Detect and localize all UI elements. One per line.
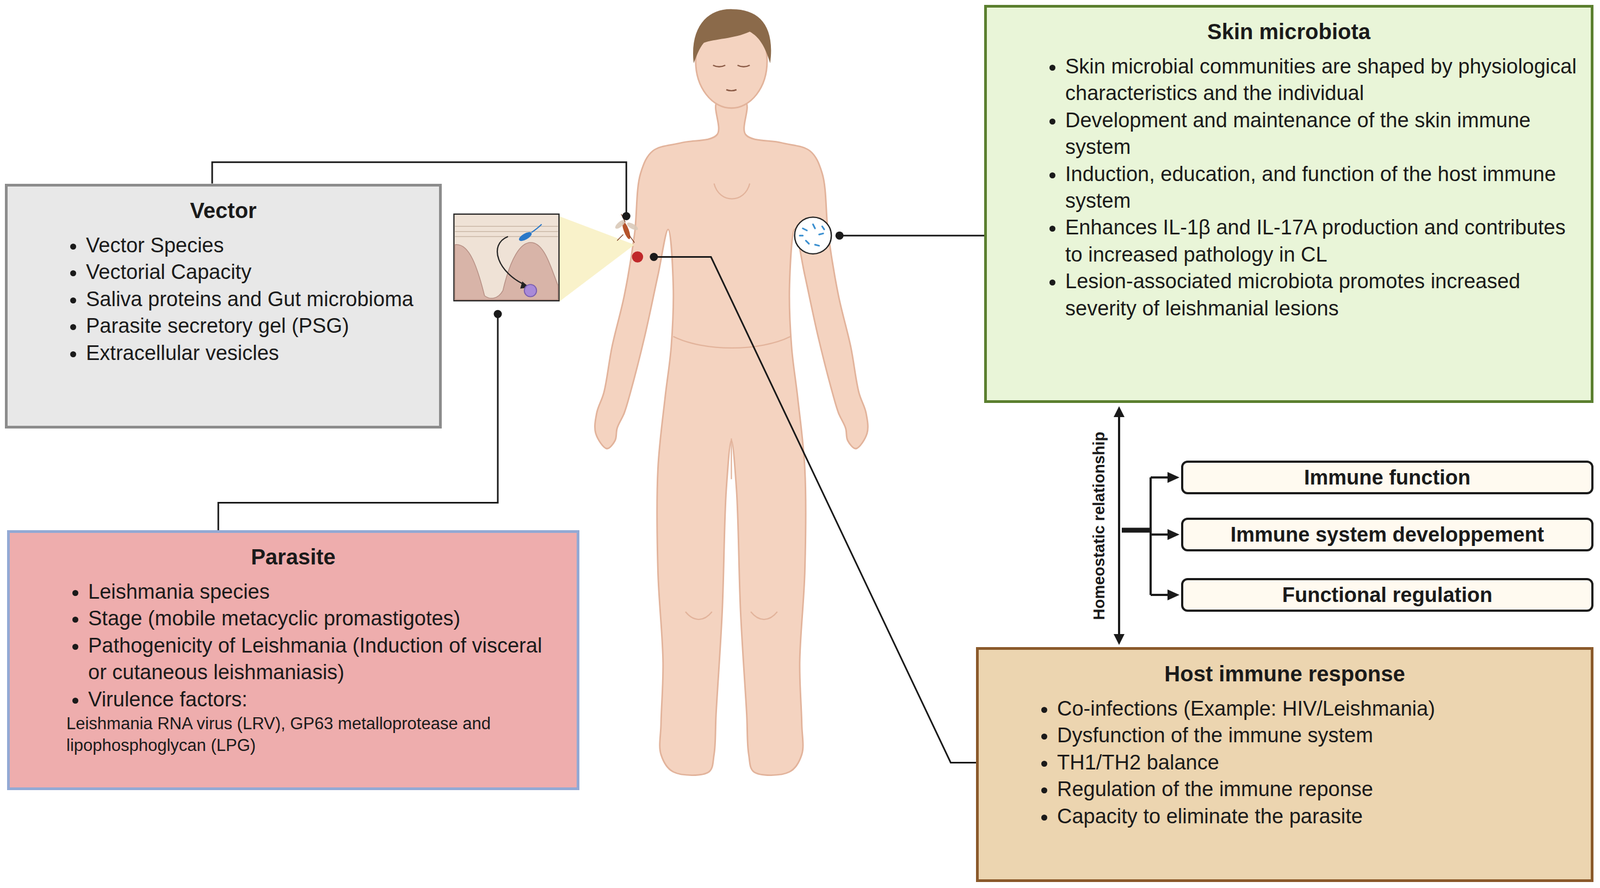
- bullet-item: TH1/TH2 balance: [1057, 749, 1577, 777]
- skin-layers: [454, 226, 558, 237]
- body-detail: [673, 183, 792, 621]
- immune-role-box: Immune system developpement: [1181, 517, 1594, 552]
- bullet-item: Vector Species: [85, 232, 425, 259]
- arrowhead: [1167, 472, 1180, 484]
- box-label: Immune system developpement: [1230, 523, 1545, 547]
- human-body: [594, 98, 868, 776]
- leader-line: [839, 235, 985, 237]
- bullet-item: Co-infections (Example: HIV/Leishmania): [1057, 695, 1577, 723]
- box-heading: Skin microbiota: [1001, 17, 1577, 46]
- box-label: Functional regulation: [1282, 583, 1493, 608]
- flagellum: [531, 224, 542, 233]
- bullet-list: Leishmania speciesStage (mobile metacycl…: [23, 578, 563, 758]
- bullet-list: Skin microbial communities are shaped by…: [1001, 53, 1577, 323]
- bullet-item: Enhances IL-1β and IL-17A production and…: [1065, 214, 1577, 269]
- immune-role-box: Functional regulation: [1181, 578, 1594, 613]
- microbiota-lens: [794, 217, 832, 255]
- hair: [693, 9, 771, 64]
- bullet-item: Vectorial Capacity: [85, 258, 425, 286]
- arrowhead: [1167, 529, 1180, 541]
- bullet-item: Skin microbial communities are shaped by…: [1065, 53, 1577, 108]
- bullet-item: Development and maintenance of the skin …: [1065, 107, 1577, 162]
- bullet-item: Lesion-associated microbiota promotes in…: [1065, 268, 1577, 323]
- leader-dot: [493, 310, 503, 319]
- lesion: [632, 251, 644, 263]
- branch-heads: [1167, 472, 1180, 601]
- parasite-path-arrow: [497, 236, 527, 286]
- bullet-item: Capacity to eliminate the parasite: [1057, 803, 1577, 831]
- bullet-item: Saliva proteins and Gut microbioma: [85, 286, 425, 313]
- branch-arm: [1150, 477, 1170, 596]
- branch-stub: [1121, 528, 1151, 534]
- closed-eyes: [713, 65, 751, 91]
- leader-dot: [835, 231, 844, 240]
- skin-inset: [453, 214, 559, 301]
- leader-dot: [622, 212, 631, 221]
- bacteria: [799, 224, 825, 246]
- immune-role-box: Immune function: [1181, 460, 1594, 495]
- vector-box: VectorVector SpeciesVectorial CapacitySa…: [4, 183, 442, 429]
- box-heading: Parasite: [23, 542, 563, 572]
- branch-spine: [1149, 477, 1152, 596]
- macrophage: [524, 284, 537, 298]
- bullet-item: Pathogenicity of Leishmania (Induction o…: [88, 632, 563, 687]
- arrowhead: [1167, 589, 1180, 601]
- leader-dot: [649, 252, 658, 262]
- parasite-box: ParasiteLeishmania speciesStage (mobile …: [7, 530, 580, 791]
- bullet-item: Regulation of the immune reponse: [1057, 776, 1577, 803]
- box-heading: Host immune response: [992, 659, 1577, 689]
- host-immune-box: Host immune responseCo-infections (Examp…: [975, 647, 1594, 883]
- bullet-list: Vector SpeciesVectorial CapacitySaliva p…: [21, 232, 425, 367]
- branch-bracket: [1121, 477, 1170, 596]
- box-heading: Vector: [21, 196, 425, 225]
- edge-label: Homeostatic relationship: [1090, 429, 1109, 622]
- skin-microbiota-box: Skin microbiotaSkin microbial communitie…: [984, 4, 1594, 404]
- bullet-list: Co-infections (Example: HIV/Leishmania)D…: [992, 695, 1577, 831]
- bullet-item: Dysfunction of the immune system: [1057, 722, 1577, 750]
- leader-line: [653, 257, 977, 764]
- box-label: Immune function: [1304, 466, 1471, 490]
- bullet-item: Induction, education, and function of th…: [1065, 161, 1577, 215]
- promastigote: [517, 230, 533, 244]
- drawing-part: [625, 221, 639, 232]
- zoom-wedge: [559, 216, 635, 303]
- detail-text: Leishmania RNA virus (LRV), GP63 metallo…: [66, 713, 563, 758]
- bullet-item: Virulence factors:: [88, 686, 563, 714]
- bullet-item: Leishmania species: [88, 578, 563, 606]
- double-arrow: [1117, 408, 1121, 644]
- bullet-item: Stage (mobile metacyclic promastigotes): [88, 605, 563, 633]
- bullet-item: Parasite secretory gel (PSG): [85, 312, 425, 340]
- bullet-item: Extracellular vesicles: [85, 340, 425, 367]
